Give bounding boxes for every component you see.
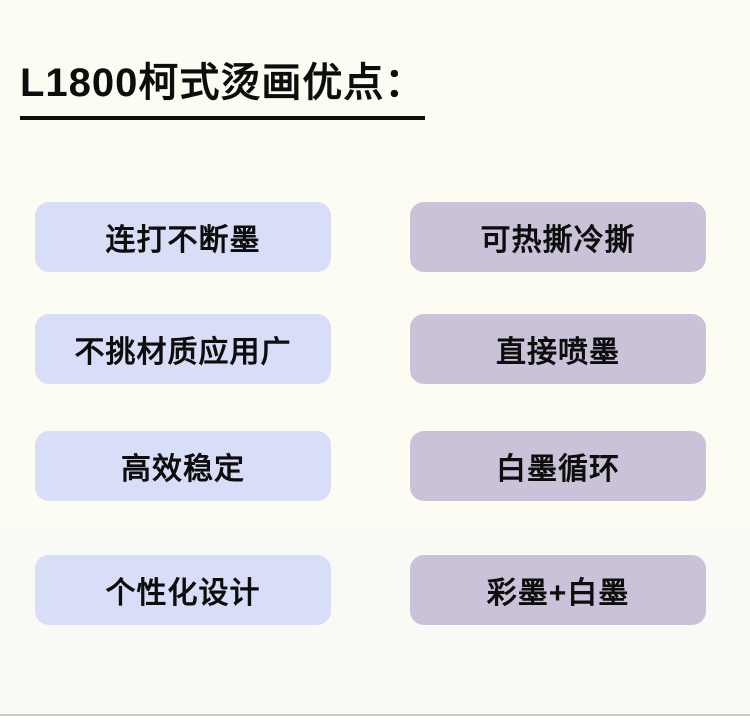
page-title: L1800柯式烫画优点： [20, 60, 426, 120]
bottom-white-strip [0, 716, 750, 724]
advantage-badge-hot-cold-peel: 可热撕冷撕 [410, 202, 706, 272]
advantage-badge-efficient-stable: 高效稳定 [35, 431, 331, 501]
advantage-badge-continuous-print: 连打不断墨 [35, 202, 331, 272]
advantage-badge-color-plus-white-ink: 彩墨+白墨 [410, 555, 706, 625]
advantage-badge-white-ink-circulation: 白墨循环 [410, 431, 706, 501]
advantage-badge-wide-material: 不挑材质应用广 [35, 314, 331, 384]
advantage-badge-personalized-design: 个性化设计 [35, 555, 331, 625]
advantage-badge-direct-inkjet: 直接喷墨 [410, 314, 706, 384]
bottom-divider-line [0, 714, 750, 716]
